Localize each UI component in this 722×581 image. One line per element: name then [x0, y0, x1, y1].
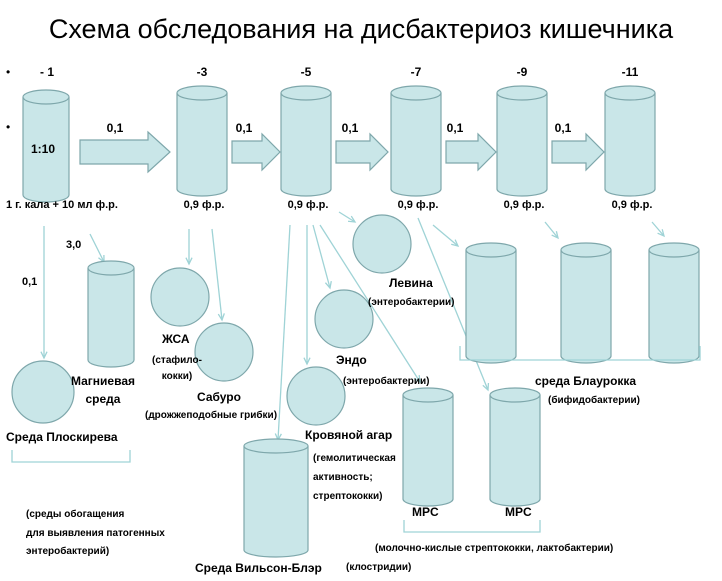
volume-magnesium: 3,0: [66, 239, 82, 251]
arrow-to-wilson: [274, 224, 291, 442]
dish-ploskireva: [11, 360, 75, 424]
arrow-to-endo: [312, 224, 332, 290]
tube-1: [22, 89, 70, 203]
label-ploskireva: Среда Плоскирева: [6, 430, 118, 444]
page-title: Схема обследования на дисбактериоз кишеч…: [48, 14, 674, 44]
bullet-2: •: [6, 120, 11, 134]
arrow-to-ploskireva: [40, 226, 48, 360]
transfer-label-1: 0,1: [106, 121, 124, 135]
label-magnesium: Магниевая среда: [70, 374, 136, 406]
tube-mrs-2: [489, 387, 541, 507]
tube-blaurock-3: [648, 242, 700, 364]
dilution-label-2: -3: [196, 65, 208, 79]
label-mrs-1: MPC: [412, 505, 439, 519]
tube-4: [390, 85, 442, 197]
dish-endo: [314, 289, 374, 349]
arrow-to-blaurock-3: [651, 221, 665, 238]
tube-content-4: 0,9 ф.р.: [397, 199, 439, 211]
bullet-1: •: [6, 65, 11, 79]
label-wilson: Среда Вильсон-Блэр: [195, 561, 322, 575]
transfer-arrow-5: [551, 132, 605, 172]
label-blaurock-note: (бифидобактерии): [548, 395, 640, 406]
dish-levin: [352, 214, 412, 274]
tube-content-1: 1 г. кала + 10 мл ф.р.: [6, 199, 118, 211]
transfer-arrow-4: [445, 132, 497, 172]
label-endo: Эндо: [336, 353, 367, 367]
label-levin: Левина: [389, 276, 433, 290]
transfer-arrow-3: [335, 132, 389, 172]
dilution-label-4: -7: [410, 65, 422, 79]
arrow-to-zhsa: [185, 229, 193, 266]
label-saburo-note: (дрожжеподобные грибки): [145, 410, 278, 421]
tube-6: [604, 85, 656, 197]
label-levin-note: (энтеробактерии): [368, 297, 455, 308]
label-endo-note: (энтеробактерии): [343, 376, 430, 387]
tube-5: [496, 85, 548, 197]
dilution-label-3: -5: [300, 65, 312, 79]
bracket-blaurock: [459, 346, 701, 361]
transfer-label-5: 0,1: [554, 121, 572, 135]
dish-saburo: [194, 322, 254, 382]
tube-magnesium: [87, 260, 135, 368]
arrow-to-saburo: [211, 228, 225, 322]
tube-content-5: 0,9 ф.р.: [503, 199, 545, 211]
transfer-label-2: 0,1: [235, 121, 253, 135]
tube-wilson: [243, 438, 309, 558]
label-blood: Кровяной агар: [305, 428, 393, 442]
label-saburo: Сабуро: [197, 390, 241, 404]
tube-content-2: 0,9 ф.р.: [183, 199, 225, 211]
arrow-to-magnesium: [89, 233, 105, 264]
arrow-to-blaurock-1: [432, 224, 460, 247]
label-zhsa: ЖСА: [162, 332, 190, 346]
bracket-mrs: [403, 520, 541, 533]
arrow-to-blaurock-2: [544, 221, 559, 240]
label-wilson-note: (клостридии): [346, 562, 412, 573]
dish-blood: [286, 366, 346, 426]
dilution-label-5: -9: [516, 65, 528, 79]
bracket-enrichment: [11, 450, 131, 463]
arrow-to-mrs-1: [319, 224, 421, 384]
dish-zhsa: [150, 267, 210, 327]
tube-mrs-1: [402, 387, 454, 507]
label-zhsa-note: (стафило- кокки): [152, 355, 202, 382]
label-blood-note: (гемолитическая активность; стрептококки…: [313, 453, 396, 502]
transfer-label-4: 0,1: [446, 121, 464, 135]
label-mrs-2: MPC: [505, 505, 532, 519]
tube-2: [176, 85, 228, 197]
first-tube-ratio: 1:10: [30, 142, 56, 156]
arrow-to-blood: [303, 225, 311, 366]
tube-3: [280, 85, 332, 197]
tube-content-3: 0,9 ф.р.: [287, 199, 329, 211]
arrow-to-levin: [338, 211, 357, 223]
tube-blaurock-2: [560, 242, 612, 364]
tube-content-6: 0,9 ф.р.: [611, 199, 653, 211]
tube-blaurock-1: [465, 242, 517, 364]
transfer-arrow-1: [79, 130, 171, 174]
label-blaurock: среда Блаурокка: [535, 374, 637, 388]
dilution-label-6: -11: [621, 65, 639, 79]
label-mrs-note: (молочно-кислые стрептококки, лактобакте…: [375, 543, 614, 554]
label-enrichment-note: (среды обогащения для выявления патогенн…: [26, 509, 165, 557]
volume-ploskireva: 0,1: [22, 276, 38, 288]
transfer-label-3: 0,1: [341, 121, 359, 135]
transfer-arrow-2: [231, 132, 281, 172]
dilution-label-1: - 1: [39, 65, 55, 79]
